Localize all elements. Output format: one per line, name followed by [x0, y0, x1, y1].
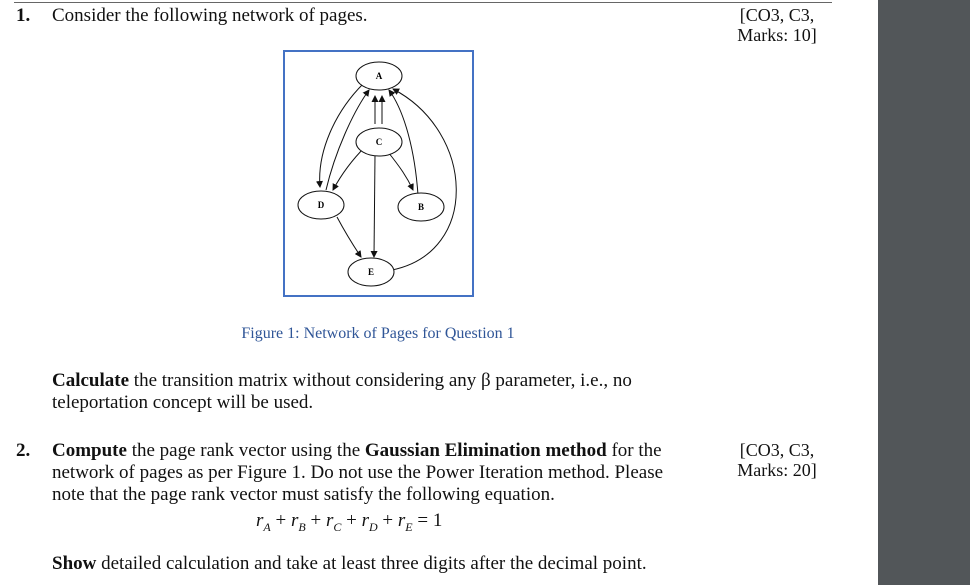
- node-a-label: A: [376, 71, 383, 81]
- task-1-line1: Calculate the transition matrix without …: [52, 370, 712, 392]
- task-1-text: Calculate the transition matrix without …: [52, 370, 712, 414]
- figure-frame: A C D B E: [283, 50, 474, 297]
- edge-d-e: [336, 216, 362, 258]
- eq-equals: = 1: [412, 510, 443, 531]
- task-2-rest: detailed calculation and take at least t…: [96, 553, 647, 574]
- node-b-label: B: [418, 202, 424, 212]
- question-1-prompt: Consider the following network of pages.: [52, 5, 368, 26]
- question-2-line3: note that the page rank vector must sati…: [52, 484, 555, 505]
- task-1-bold: Calculate: [52, 370, 130, 391]
- eq-plus-3: +: [341, 510, 362, 531]
- viewer-side-panel[interactable]: [878, 0, 970, 585]
- edge-e-a: [391, 88, 457, 271]
- question-2-line2: network of pages as per Figure 1. Do not…: [52, 462, 664, 483]
- question-1-number: 1.: [16, 5, 31, 26]
- question-2-text1: the page rank vector using the: [126, 440, 365, 461]
- node-d: [297, 190, 345, 220]
- task-2-bold: Show: [52, 553, 97, 574]
- node-c: [355, 127, 403, 157]
- task-1-rest: the transition matrix without considerin…: [129, 370, 632, 391]
- question-1-marks: [CO3, C3, Marks: 10]: [722, 5, 832, 45]
- node-e: [347, 257, 395, 287]
- node-c-label: C: [376, 137, 383, 147]
- top-rule: [14, 2, 832, 3]
- eq-sub-b: B: [298, 519, 306, 534]
- edge-c-b: [387, 151, 414, 191]
- edge-d-a: [325, 89, 370, 191]
- eq-r-d: r: [361, 510, 369, 531]
- figure-caption: Figure 1: Network of Pages for Question …: [241, 325, 515, 342]
- question-2-marks: [CO3, C3, Marks: 20]: [722, 440, 832, 480]
- eq-sub-a: A: [263, 519, 271, 534]
- eq-plus-1: +: [270, 510, 291, 531]
- edge-c-e: [370, 154, 378, 258]
- edge-c-d: [332, 146, 366, 191]
- node-b: [397, 192, 445, 222]
- eq-sub-d: D: [368, 519, 378, 534]
- eq-r-a: r: [256, 510, 264, 531]
- question-2-marks-line2: Marks: 20]: [737, 460, 817, 480]
- question-2-bold2: Gaussian Elimination method: [364, 440, 607, 461]
- eq-sub-c: C: [333, 519, 342, 534]
- eq-r-c: r: [325, 510, 334, 531]
- question-1-marks-line1: [CO3, C3,: [739, 5, 815, 25]
- question-2-number: 2.: [16, 440, 31, 461]
- question-2-text2: for the: [606, 440, 662, 461]
- node-d-label: D: [318, 200, 325, 210]
- edge-a-d-outer: [316, 83, 364, 188]
- question-2-bold1: Compute: [52, 440, 127, 461]
- question-2-text: Compute the page rank vector using the G…: [52, 440, 712, 506]
- eq-sub-e: E: [405, 519, 413, 534]
- task-2-text: Show detailed calculation and take at le…: [52, 553, 812, 575]
- question-2-line1: Compute the page rank vector using the G…: [52, 440, 712, 462]
- node-a: [355, 61, 403, 91]
- eq-r-b: r: [290, 510, 299, 531]
- eq-r-e: r: [397, 510, 406, 531]
- eq-plus-2: +: [305, 510, 326, 531]
- node-e-label: E: [368, 267, 374, 277]
- eq-plus-4: +: [377, 510, 398, 531]
- network-graph: A C D B E: [297, 61, 457, 287]
- question-2-marks-line1: [CO3, C3,: [739, 440, 815, 460]
- document-page: 1. Consider the following network of pag…: [14, 2, 832, 575]
- edge-b-a: [388, 89, 419, 196]
- question-1-marks-line2: Marks: 10]: [737, 25, 817, 45]
- task-1-line2: teleportation concept will be used.: [52, 392, 314, 413]
- pagerank-equation: rA + rB + rC + rD + rE = 1: [256, 510, 442, 535]
